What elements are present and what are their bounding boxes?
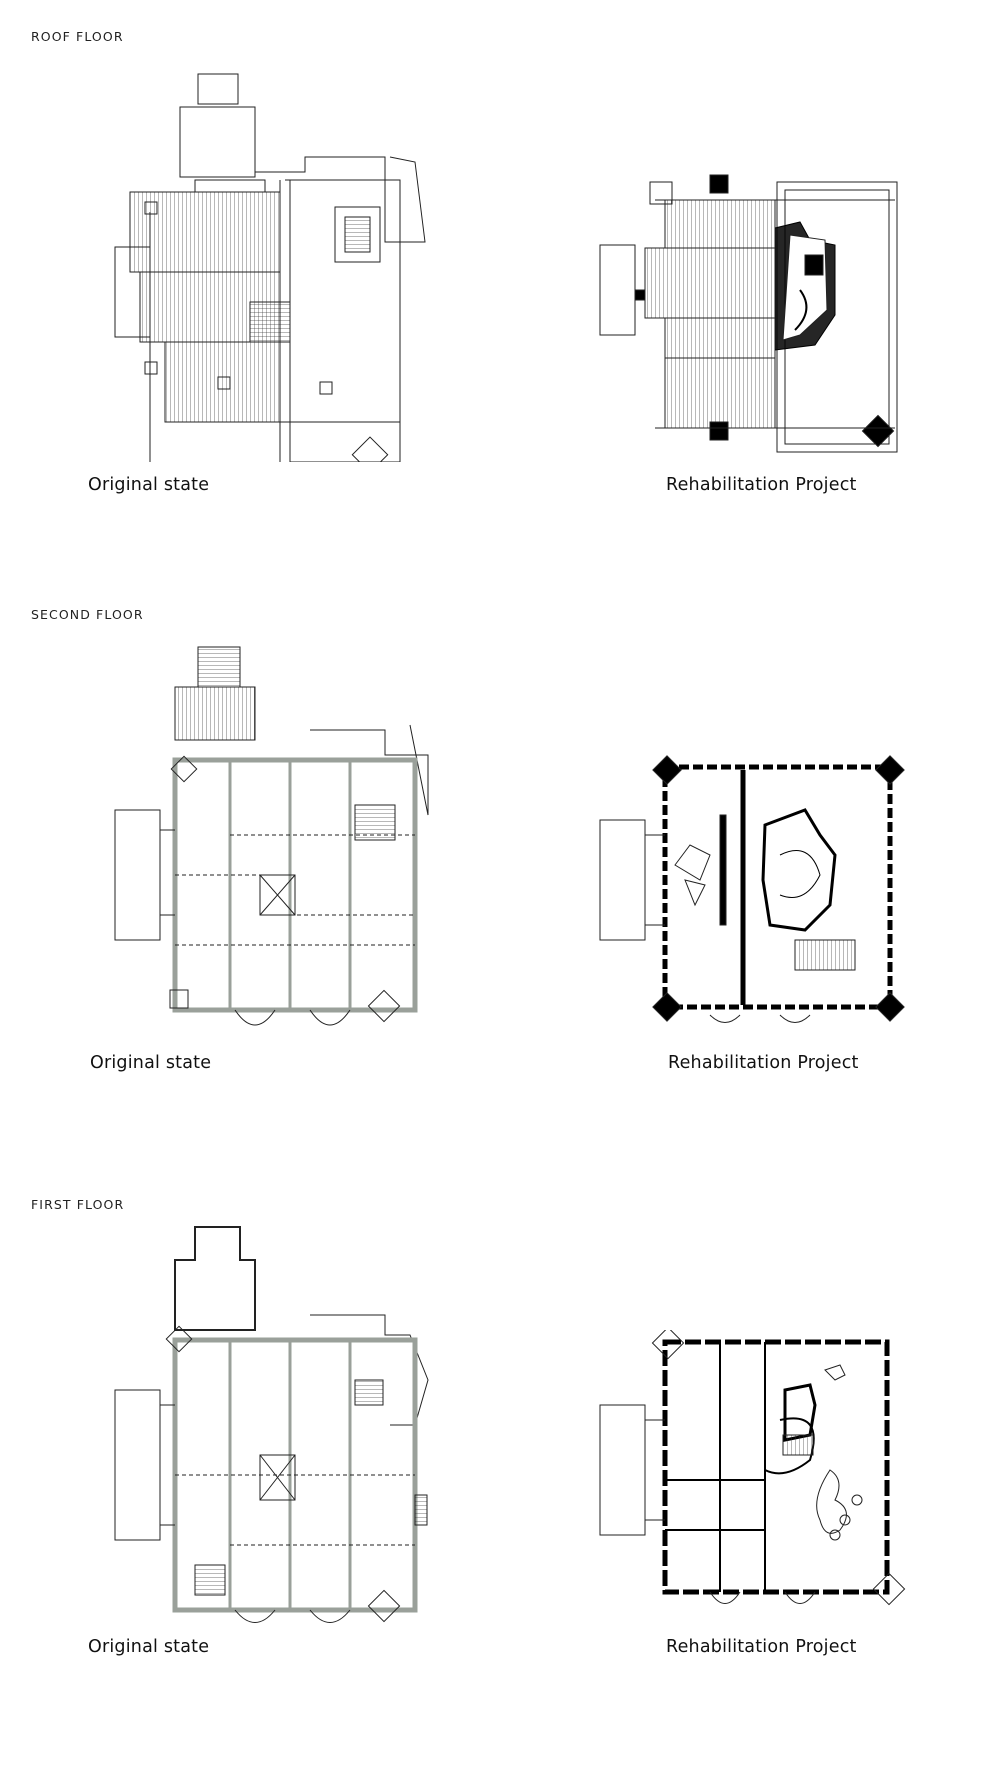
first-floor-project-caption: Rehabilitation Project xyxy=(666,1637,857,1657)
second-floor-project-plan xyxy=(595,755,915,1030)
first-floor-original-caption: Original state xyxy=(88,1637,210,1657)
second-floor-original-caption: Original state xyxy=(90,1053,212,1073)
second-floor-original-plan xyxy=(110,645,440,1030)
first-floor-title: FIRST FLOOR xyxy=(31,1197,125,1212)
second-floor-project-caption: Rehabilitation Project xyxy=(668,1053,859,1073)
second-floor-title: SECOND FLOOR xyxy=(31,607,144,622)
first-floor-original-plan xyxy=(110,1225,440,1625)
roof-floor-project-caption: Rehabilitation Project xyxy=(666,475,857,495)
roof-floor-project-plan xyxy=(595,170,915,460)
roof-floor-original-plan xyxy=(110,72,440,462)
roof-floor-title: ROOF FLOOR xyxy=(31,29,124,44)
roof-floor-original-caption: Original state xyxy=(88,475,210,495)
first-floor-project-plan xyxy=(595,1330,915,1610)
